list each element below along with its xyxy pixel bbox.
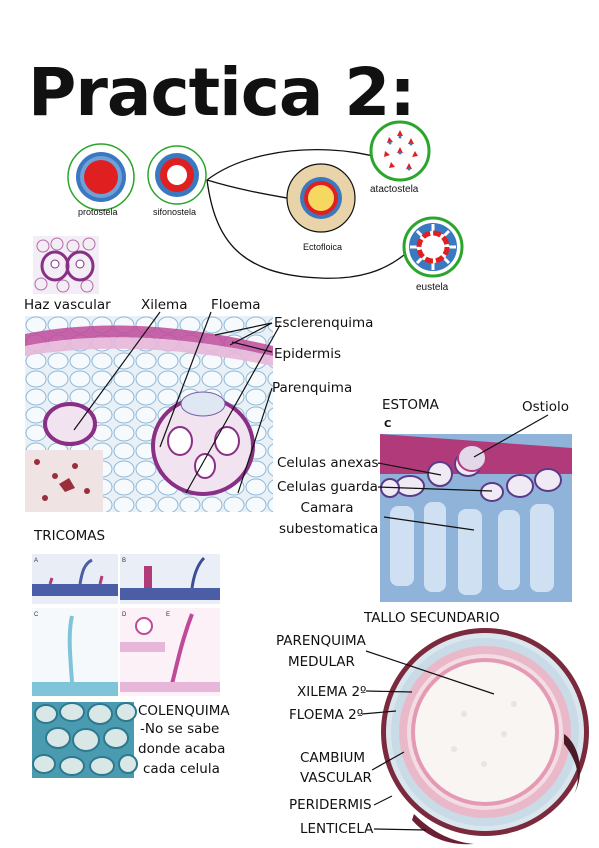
floema-2-label: FLOEMA 2º bbox=[289, 707, 364, 723]
lenticela-label: LENTICELA bbox=[300, 821, 374, 837]
xilema-2-label: XILEMA 2º bbox=[297, 684, 367, 700]
colenquima-title: COLENQUIMA bbox=[138, 703, 230, 719]
parenquima-label: Parenquima bbox=[272, 380, 353, 396]
camara-label-1: Camara bbox=[300, 500, 354, 516]
parenquima-medular-label-2: MEDULAR bbox=[288, 654, 355, 670]
colenquima-note-1: -No se sabe bbox=[140, 721, 220, 737]
protostela-label: protostela bbox=[78, 207, 118, 217]
tricoma-panel-a: A bbox=[34, 558, 38, 564]
esclerenquima-label: Esclerenquima bbox=[274, 315, 374, 331]
stele-connectors bbox=[206, 149, 405, 279]
eustela-label: eustela bbox=[416, 282, 449, 293]
sifonostela-label: sifonostela bbox=[153, 207, 197, 217]
cambium-label-2: VASCULAR bbox=[300, 770, 372, 786]
tallo-secundario-micrograph bbox=[381, 628, 589, 845]
estoma-panel-letter: C bbox=[384, 419, 391, 430]
estoma-micrograph: C bbox=[380, 414, 572, 602]
tricoma-panel-b: B bbox=[122, 558, 126, 564]
ectofloica-diagram bbox=[286, 163, 356, 233]
tricomas-micrographs: A B C D E bbox=[32, 554, 220, 696]
ostiolo-label: Ostiolo bbox=[522, 399, 569, 415]
tricomas-title: TRICOMAS bbox=[34, 528, 106, 544]
eustela-diagram bbox=[402, 216, 464, 278]
floema-label: Floema bbox=[211, 297, 261, 313]
celulas-anexas-label: Celulas anexas bbox=[277, 455, 379, 471]
epidermis-label: Epidermis bbox=[274, 346, 341, 362]
vascular-bundle-thumbnail bbox=[33, 236, 99, 294]
atactostela-label: atactostela bbox=[370, 184, 419, 195]
ectofloica-label: Ectofloica bbox=[303, 242, 343, 252]
cambium-label-1: CAMBIUM bbox=[300, 750, 366, 766]
tricoma-panel-d: D bbox=[122, 612, 127, 618]
protostela-diagram bbox=[67, 143, 135, 211]
estoma-title: ESTOMA bbox=[382, 397, 439, 413]
celulas-guarda-label: Celulas guarda bbox=[277, 479, 378, 495]
atactostela-diagram bbox=[369, 120, 431, 182]
haz-vascular-label: Haz vascular bbox=[24, 297, 111, 313]
parenquima-medular-label-1: PARENQUIMA bbox=[276, 633, 366, 649]
colenquima-note-2: donde acaba bbox=[138, 741, 226, 757]
colenquima-micrograph bbox=[32, 702, 138, 778]
colenquima-note-3: cada celula bbox=[143, 761, 220, 777]
tricoma-panel-c: C bbox=[34, 612, 39, 618]
sifonostela-diagram bbox=[147, 145, 207, 205]
tallo-title: TALLO SECUNDARIO bbox=[364, 610, 500, 626]
page-title: Practica 2: bbox=[28, 54, 416, 131]
tricoma-panel-e: E bbox=[166, 612, 170, 618]
camara-label-2: subestomatica bbox=[279, 521, 379, 537]
vascular-leader-lines bbox=[73, 311, 281, 494]
estoma-leader-lines bbox=[377, 414, 549, 531]
xilema-label: Xilema bbox=[141, 297, 188, 313]
peridermis-label: PERIDERMIS bbox=[289, 797, 372, 813]
vascular-bundle-micrograph bbox=[25, 316, 273, 512]
